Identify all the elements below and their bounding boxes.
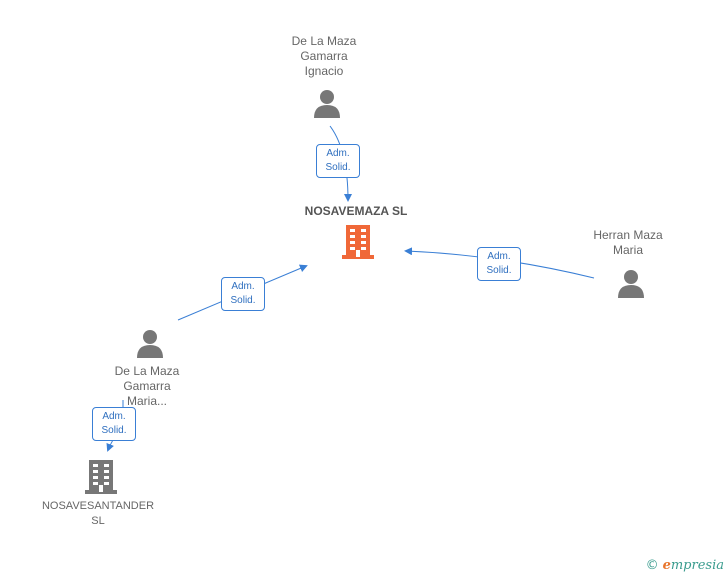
brand-name: mpresia — [670, 558, 724, 573]
person-name-left[interactable]: De La Maza Gamarra Maria... — [114, 364, 180, 408]
role-badge-line1: Adm. — [487, 251, 511, 262]
role-badge-line2: Solid. — [325, 162, 351, 173]
building-icon[interactable] — [342, 225, 374, 264]
role-badge-line2: Solid. — [230, 295, 256, 306]
role-badge-line2: Solid. — [101, 425, 127, 436]
person-icon[interactable] — [312, 88, 342, 123]
role-badge-line1: Adm. — [102, 411, 126, 422]
brand-logo: ©empresia — [646, 558, 724, 573]
role-badge-top[interactable]: Adm. Solid. — [316, 144, 360, 178]
role-badge-line1: Adm. — [326, 148, 350, 159]
role-badge-line2: Solid. — [486, 265, 512, 276]
person-icon[interactable] — [616, 268, 646, 303]
role-badge-left[interactable]: Adm. Solid. — [221, 277, 265, 311]
person-icon[interactable] — [135, 328, 165, 363]
company-name-bottom[interactable]: NOSAVESANTANDER SL — [41, 500, 155, 527]
role-badge-right[interactable]: Adm. Solid. — [477, 247, 521, 281]
copyright-icon: © — [645, 558, 659, 573]
person-name-top[interactable]: De La Maza Gamarra Ignacio — [291, 34, 357, 78]
role-badge-line1: Adm. — [231, 281, 255, 292]
company-name-main[interactable]: NOSAVEMAZA SL — [304, 204, 408, 218]
person-name-right[interactable]: Herran Maza Maria — [593, 228, 663, 257]
brand-initial: e — [662, 558, 671, 573]
building-icon[interactable] — [85, 460, 117, 499]
role-badge-bottom[interactable]: Adm. Solid. — [92, 407, 136, 441]
